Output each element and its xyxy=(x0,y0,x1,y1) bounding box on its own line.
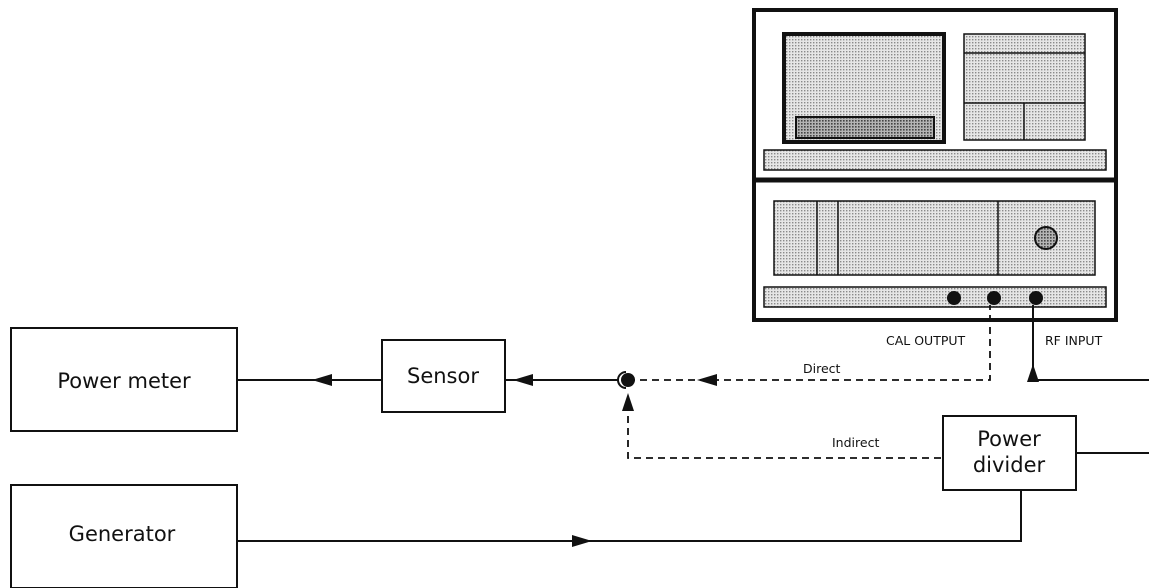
sensor-label: Sensor xyxy=(407,364,479,388)
instrument xyxy=(752,8,1118,322)
arrow-generator-line xyxy=(572,535,592,547)
power-divider-block[interactable]: Power divider xyxy=(942,415,1077,491)
direct-label: Direct xyxy=(803,361,841,376)
indirect-path-line xyxy=(627,404,943,459)
instrument-key-panel xyxy=(963,33,1086,141)
power-meter-block[interactable]: Power meter xyxy=(10,327,238,432)
power-divider-label-line1: Power xyxy=(977,427,1041,451)
arrow-rf-input xyxy=(1027,364,1039,382)
instrument-connector-strip xyxy=(763,286,1107,308)
instrument-knob xyxy=(1034,226,1058,250)
arrow-to-power-meter xyxy=(312,374,332,386)
instrument-screen-bar xyxy=(795,116,935,139)
arrow-indirect-path xyxy=(622,393,634,411)
sensor-block[interactable]: Sensor xyxy=(381,339,506,413)
sensor-input-connector[interactable] xyxy=(621,373,635,387)
connector-cup xyxy=(617,371,627,389)
indirect-label: Indirect xyxy=(832,435,879,450)
generator-block[interactable]: Generator xyxy=(10,484,238,588)
power-divider-label-line2: divider xyxy=(973,453,1046,477)
direct-path-line xyxy=(628,305,991,381)
generator-label: Generator xyxy=(69,522,176,546)
power-meter-label: Power meter xyxy=(57,369,191,393)
arrow-to-sensor xyxy=(513,374,533,386)
rf-input-label: RF INPUT xyxy=(1045,333,1103,348)
dashed-paths xyxy=(627,305,991,459)
instrument-upper-strip xyxy=(763,149,1107,171)
cal-output-label: CAL OUTPUT xyxy=(886,333,966,348)
instrument-connector-1[interactable] xyxy=(947,291,961,305)
cal-output-connector[interactable] xyxy=(987,291,1001,305)
rf-input-connector[interactable] xyxy=(1029,291,1043,305)
generator-to-divider-line xyxy=(237,490,1022,542)
